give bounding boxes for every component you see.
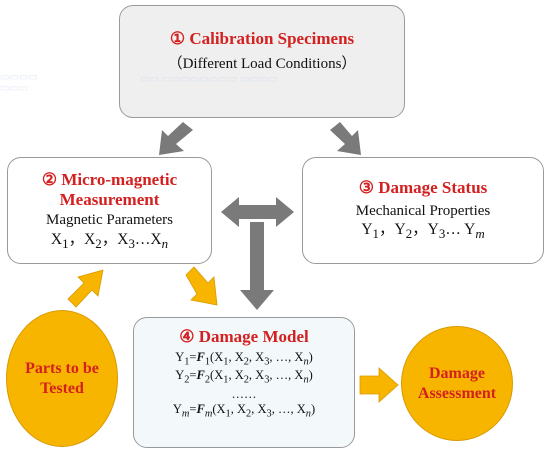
mechanical-properties-vars: Y1，Y2，Y3… Ym (361, 221, 485, 242)
damage-status-title: ③ Damage Status (358, 178, 488, 197)
micromagnetic-measurement-box: ② Micro-magnetic Measurement Magnetic Pa… (7, 157, 212, 264)
arrow-model-to-assessment (359, 367, 399, 403)
arrow-calibration-to-measurement (159, 122, 193, 155)
calibration-specimens-box: ① Calibration Specimens （Different Load … (119, 5, 405, 118)
measurement-title-line2: Measurement (59, 189, 160, 209)
assessment-label-line2: Assessment (417, 384, 497, 402)
arrow-down-to-model (240, 222, 274, 310)
assessment-label-line1: Damage (429, 364, 485, 382)
damage-model-title: ④ Damage Model (179, 327, 309, 346)
equation-y2: Y2=F2(X1, X2, X3, …, Xn) (175, 368, 313, 386)
damage-status-box: ③ Damage Status Mechanical Properties Y1… (302, 157, 544, 264)
measurement-title-line1: ② Micro-magnetic (41, 170, 178, 189)
arrow-measurement-to-model (185, 266, 218, 306)
magnetic-parameters-label: Magnetic Parameters (45, 212, 174, 229)
equation-y1: Y1=F1(X1, X2, X3, …, Xn) (175, 349, 313, 368)
arrow-calibration-to-status (330, 122, 361, 155)
double-arrow-measurement-status (221, 197, 294, 227)
calibration-specimens-title: ① Calibration Specimens (169, 29, 355, 48)
damage-model-box: ④ Damage Model Y1=F1(X1, X2, X3, …, Xn) … (133, 317, 355, 448)
equation-ellipsis: …… (231, 386, 257, 401)
magnetic-parameters-vars: X1，X2，X3…Xn (50, 230, 169, 251)
equation-ym: Ym=Fm(X1, X2, X3, …, Xn) (172, 402, 316, 420)
parts-label-line2: Tested (40, 379, 84, 397)
parts-to-be-tested-circle: Parts to be Tested (6, 310, 118, 447)
parts-label-line1: Parts to be (25, 359, 99, 377)
arrow-parts-to-measurement (67, 269, 104, 308)
load-conditions-text: （Different Load Conditions） (167, 55, 357, 72)
watermark-left: ▭▭▭▭▭▭▭ (0, 72, 38, 94)
damage-assessment-circle: Damage Assessment (401, 326, 513, 441)
mechanical-properties-label: Mechanical Properties (355, 202, 491, 219)
watermark-center: ▭▭ ▭▭▭▭▭▭▭▭ ▭▭▭▭ (140, 74, 278, 85)
